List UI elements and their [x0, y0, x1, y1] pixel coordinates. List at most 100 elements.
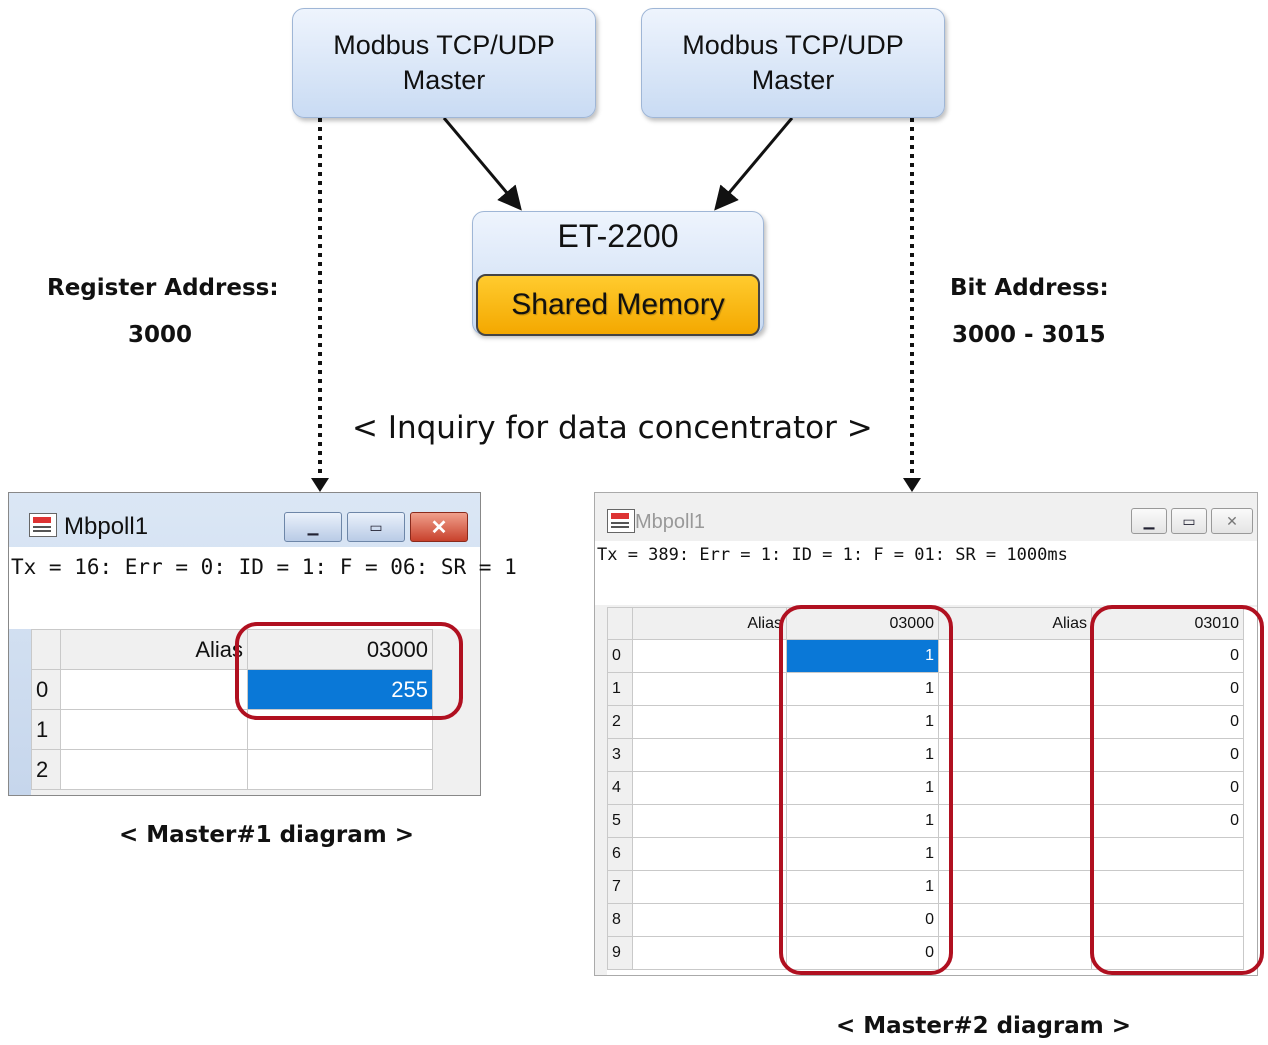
master1-caption: < Master#1 diagram >: [119, 822, 415, 848]
device-box: ET-2200 Shared Memory: [472, 211, 764, 336]
alias-cell-2[interactable]: [938, 705, 1092, 739]
register-address-title: Register Address:: [47, 275, 279, 301]
highlight-box-master2-col1: [779, 605, 953, 975]
window1-status-text: Tx = 16: Err = 0: ID = 1: F = 06: SR = 1: [11, 555, 517, 579]
alias-cell-2[interactable]: [938, 639, 1092, 673]
window2-status-bar: Tx = 389: Err = 1: ID = 1: F = 01: SR = …: [595, 541, 1257, 605]
highlight-box-master1: [235, 622, 463, 720]
value-cell-03000[interactable]: 1: [786, 672, 939, 706]
master-left-line2: Master: [402, 65, 486, 95]
alias-cell-2[interactable]: [938, 870, 1092, 904]
value-cell-03010[interactable]: [1091, 837, 1244, 871]
mbpoll-window-master2[interactable]: Mbpoll1 ▁ ▭ ✕ Tx = 389: Err = 1: ID = 1:…: [594, 492, 1258, 976]
row-index: 5: [607, 804, 633, 838]
alias-cell[interactable]: [632, 672, 787, 706]
table-row: 2: [31, 749, 433, 790]
maximize-button[interactable]: ▭: [347, 512, 405, 542]
window1-status-bar: Tx = 16: Err = 0: ID = 1: F = 06: SR = 1: [9, 547, 517, 629]
inquiry-caption: < Inquiry for data concentrator >: [352, 410, 873, 446]
alias-cell[interactable]: [60, 749, 248, 790]
maximize-button[interactable]: ▭: [1171, 508, 1207, 534]
column-header-alias[interactable]: Alias: [60, 629, 248, 670]
master-left-box: Modbus TCP/UDP Master: [292, 8, 596, 118]
arrowhead-master1: [311, 478, 329, 492]
alias-cell-2[interactable]: [938, 936, 1092, 970]
alias-cell-2[interactable]: [938, 672, 1092, 706]
row-index: 6: [607, 837, 633, 871]
window1-titlebar[interactable]: Mbpoll1 ▁ ▭ ✕: [9, 493, 480, 547]
window2-title: Mbpoll1: [635, 511, 706, 533]
highlight-box-master2-col2: [1090, 605, 1264, 975]
value-cell-03000[interactable]: 1: [786, 738, 939, 772]
value-cell[interactable]: 255: [247, 669, 433, 710]
row-index: 2: [607, 705, 633, 739]
alias-cell[interactable]: [60, 669, 248, 710]
master2-caption: < Master#2 diagram >: [836, 1013, 1132, 1039]
row-index: 1: [607, 672, 633, 706]
grid-corner: [607, 607, 633, 640]
column-header-alias-2[interactable]: Alias: [938, 607, 1092, 640]
row-index: 7: [607, 870, 633, 904]
master-right-box: Modbus TCP/UDP Master: [641, 8, 945, 118]
row-index: 2: [31, 749, 61, 790]
alias-cell-2[interactable]: [938, 771, 1092, 805]
minimize-button[interactable]: ▁: [284, 512, 342, 542]
alias-cell[interactable]: [632, 639, 787, 673]
value-cell-03000[interactable]: 1: [786, 771, 939, 805]
minimize-button[interactable]: ▁: [1131, 508, 1167, 534]
alias-cell-2[interactable]: [938, 804, 1092, 838]
value-cell-03000[interactable]: 0: [786, 936, 939, 970]
master-right-line2: Master: [751, 65, 835, 95]
value-cell-03010[interactable]: [1091, 936, 1244, 970]
alias-cell[interactable]: [632, 771, 787, 805]
arrow-right-master-to-device: [714, 117, 794, 211]
value-cell-03010[interactable]: [1091, 870, 1244, 904]
value-cell-03010[interactable]: 0: [1091, 705, 1244, 739]
value-cell-03000[interactable]: 1: [786, 804, 939, 838]
value-cell-03000[interactable]: 1: [786, 639, 939, 673]
value-cell-03000[interactable]: 1: [786, 705, 939, 739]
row-index: 0: [31, 669, 61, 710]
value-cell[interactable]: [247, 749, 433, 790]
document-app-icon: [29, 513, 57, 537]
row-index: 4: [607, 771, 633, 805]
close-button[interactable]: ✕: [410, 512, 468, 542]
column-header-03000[interactable]: 03000: [786, 607, 939, 640]
alias-cell-2[interactable]: [938, 903, 1092, 937]
column-header-03000[interactable]: 03000: [247, 629, 433, 670]
close-button[interactable]: ✕: [1211, 508, 1253, 534]
window2-titlebar[interactable]: Mbpoll1 ▁ ▭ ✕: [595, 493, 1257, 537]
row-index: 1: [31, 709, 61, 750]
column-header-alias[interactable]: Alias: [632, 607, 787, 640]
alias-cell[interactable]: [632, 738, 787, 772]
device-title: ET-2200: [557, 218, 679, 254]
alias-cell[interactable]: [632, 870, 787, 904]
alias-cell-2[interactable]: [938, 738, 1092, 772]
alias-cell[interactable]: [60, 709, 248, 750]
mbpoll-window-master1[interactable]: Mbpoll1 ▁ ▭ ✕ Tx = 16: Err = 0: ID = 1: …: [8, 492, 517, 796]
table-row: 5 1 0: [607, 804, 1244, 838]
master-left-line1: Modbus TCP/UDP: [333, 30, 555, 60]
table-row: 2 1 0: [607, 705, 1244, 739]
alias-cell-2[interactable]: [938, 837, 1092, 871]
window2-status-text: Tx = 389: Err = 1: ID = 1: F = 01: SR = …: [597, 545, 1068, 565]
alias-cell[interactable]: [632, 903, 787, 937]
bit-address-value: 3000 - 3015: [952, 322, 1106, 348]
alias-cell[interactable]: [632, 936, 787, 970]
row-index: 9: [607, 936, 633, 970]
alias-cell[interactable]: [632, 804, 787, 838]
arrowhead-master2: [903, 478, 921, 492]
alias-cell[interactable]: [632, 837, 787, 871]
window1-title: Mbpoll1: [64, 513, 149, 540]
bit-address-title: Bit Address:: [950, 275, 1109, 301]
value-cell-03010[interactable]: 0: [1091, 738, 1244, 772]
row-index: 0: [607, 639, 633, 673]
window1-table: Alias 03000 0 255 1 2: [31, 629, 433, 790]
alias-cell[interactable]: [632, 705, 787, 739]
shared-memory-block: Shared Memory: [476, 274, 760, 336]
value-cell-03010[interactable]: 0: [1091, 804, 1244, 838]
